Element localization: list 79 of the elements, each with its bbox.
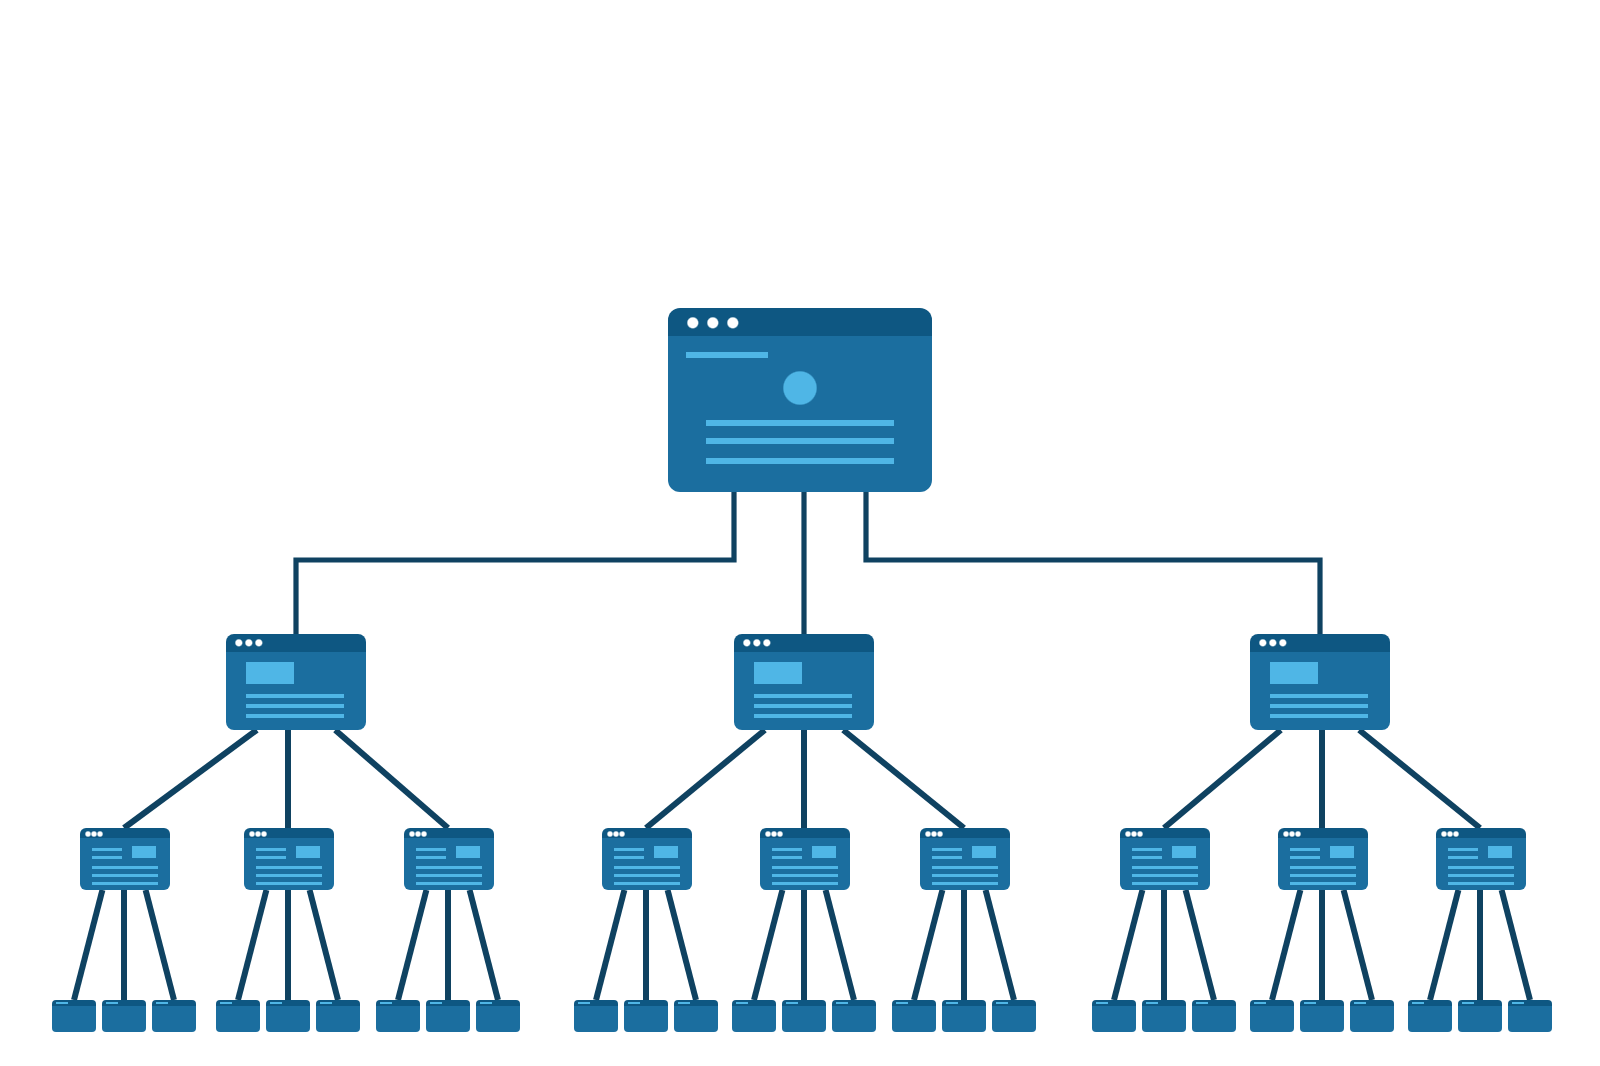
page-block: [152, 1000, 196, 1032]
connector-line: [1498, 889, 1533, 1001]
page-block: [674, 1000, 718, 1032]
connector-line: [142, 889, 177, 1001]
connector-line: [841, 727, 966, 831]
page-block: [52, 1000, 96, 1032]
web-page-window: [243, 828, 333, 890]
web-page-window: [668, 308, 932, 492]
page-block: [102, 1000, 146, 1032]
connector-line: [1182, 889, 1217, 1001]
connector-line: [911, 889, 946, 1001]
connector-line: [801, 890, 807, 1000]
connector-line: [644, 727, 767, 831]
web-page-window: [919, 828, 1009, 890]
page-block: [1142, 1000, 1186, 1032]
connector-line: [1269, 889, 1304, 1001]
connector-line: [285, 730, 291, 828]
connector-line: [1319, 890, 1325, 1000]
connector-line: [445, 890, 451, 1000]
page-block: [1408, 1000, 1452, 1032]
connector-line: [1477, 890, 1483, 1000]
connector-line: [121, 890, 127, 1000]
web-page-window: [759, 828, 849, 890]
connector-line: [801, 730, 807, 828]
web-page-window: [1119, 828, 1209, 890]
connector-line: [643, 890, 649, 1000]
web-page-window: [226, 634, 366, 730]
connector-line: [1340, 889, 1375, 1001]
web-page-window: [1435, 828, 1525, 890]
connector-line: [122, 727, 259, 831]
connector-line: [593, 889, 628, 1001]
connector-line: [333, 727, 450, 831]
web-page-window: [1277, 828, 1367, 890]
connector-line: [306, 889, 341, 1001]
page-block: [1350, 1000, 1394, 1032]
page-block: [266, 1000, 310, 1032]
connector-line: [395, 889, 430, 1001]
page-block: [1458, 1000, 1502, 1032]
connector-line: [751, 889, 786, 1001]
page-block: [376, 1000, 420, 1032]
web-page-window: [403, 828, 493, 890]
connector-line: [1319, 730, 1325, 828]
web-page-window: [734, 634, 874, 730]
connector-line: [293, 492, 737, 634]
page-block: [892, 1000, 936, 1032]
page-block: [1192, 1000, 1236, 1032]
connector-line: [235, 889, 270, 1001]
page-block: [832, 1000, 876, 1032]
web-page-window: [1250, 634, 1390, 730]
connector-line: [822, 889, 857, 1001]
connector-line: [1357, 727, 1482, 831]
connector-line: [466, 889, 501, 1001]
web-page-window: [79, 828, 169, 890]
page-block: [732, 1000, 776, 1032]
web-page-window: [601, 828, 691, 890]
page-block: [426, 1000, 470, 1032]
page-block: [216, 1000, 260, 1032]
page-block: [1092, 1000, 1136, 1032]
connector-line: [982, 889, 1017, 1001]
page-block: [1300, 1000, 1344, 1032]
connector-line: [1427, 889, 1462, 1001]
page-block: [782, 1000, 826, 1032]
page-block: [992, 1000, 1036, 1032]
connector-line: [801, 492, 807, 634]
connector-line: [961, 890, 967, 1000]
page-block: [476, 1000, 520, 1032]
page-block: [942, 1000, 986, 1032]
connector-line: [1161, 890, 1167, 1000]
page-block: [1508, 1000, 1552, 1032]
connector-line: [664, 889, 699, 1001]
page-block: [624, 1000, 668, 1032]
connector-line: [71, 889, 106, 1001]
page-block: [316, 1000, 360, 1032]
page-block: [1250, 1000, 1294, 1032]
connector-line: [863, 492, 1323, 634]
page-block: [574, 1000, 618, 1032]
connector-line: [1162, 727, 1283, 831]
connector-line: [1111, 889, 1146, 1001]
connector-line: [285, 890, 291, 1000]
